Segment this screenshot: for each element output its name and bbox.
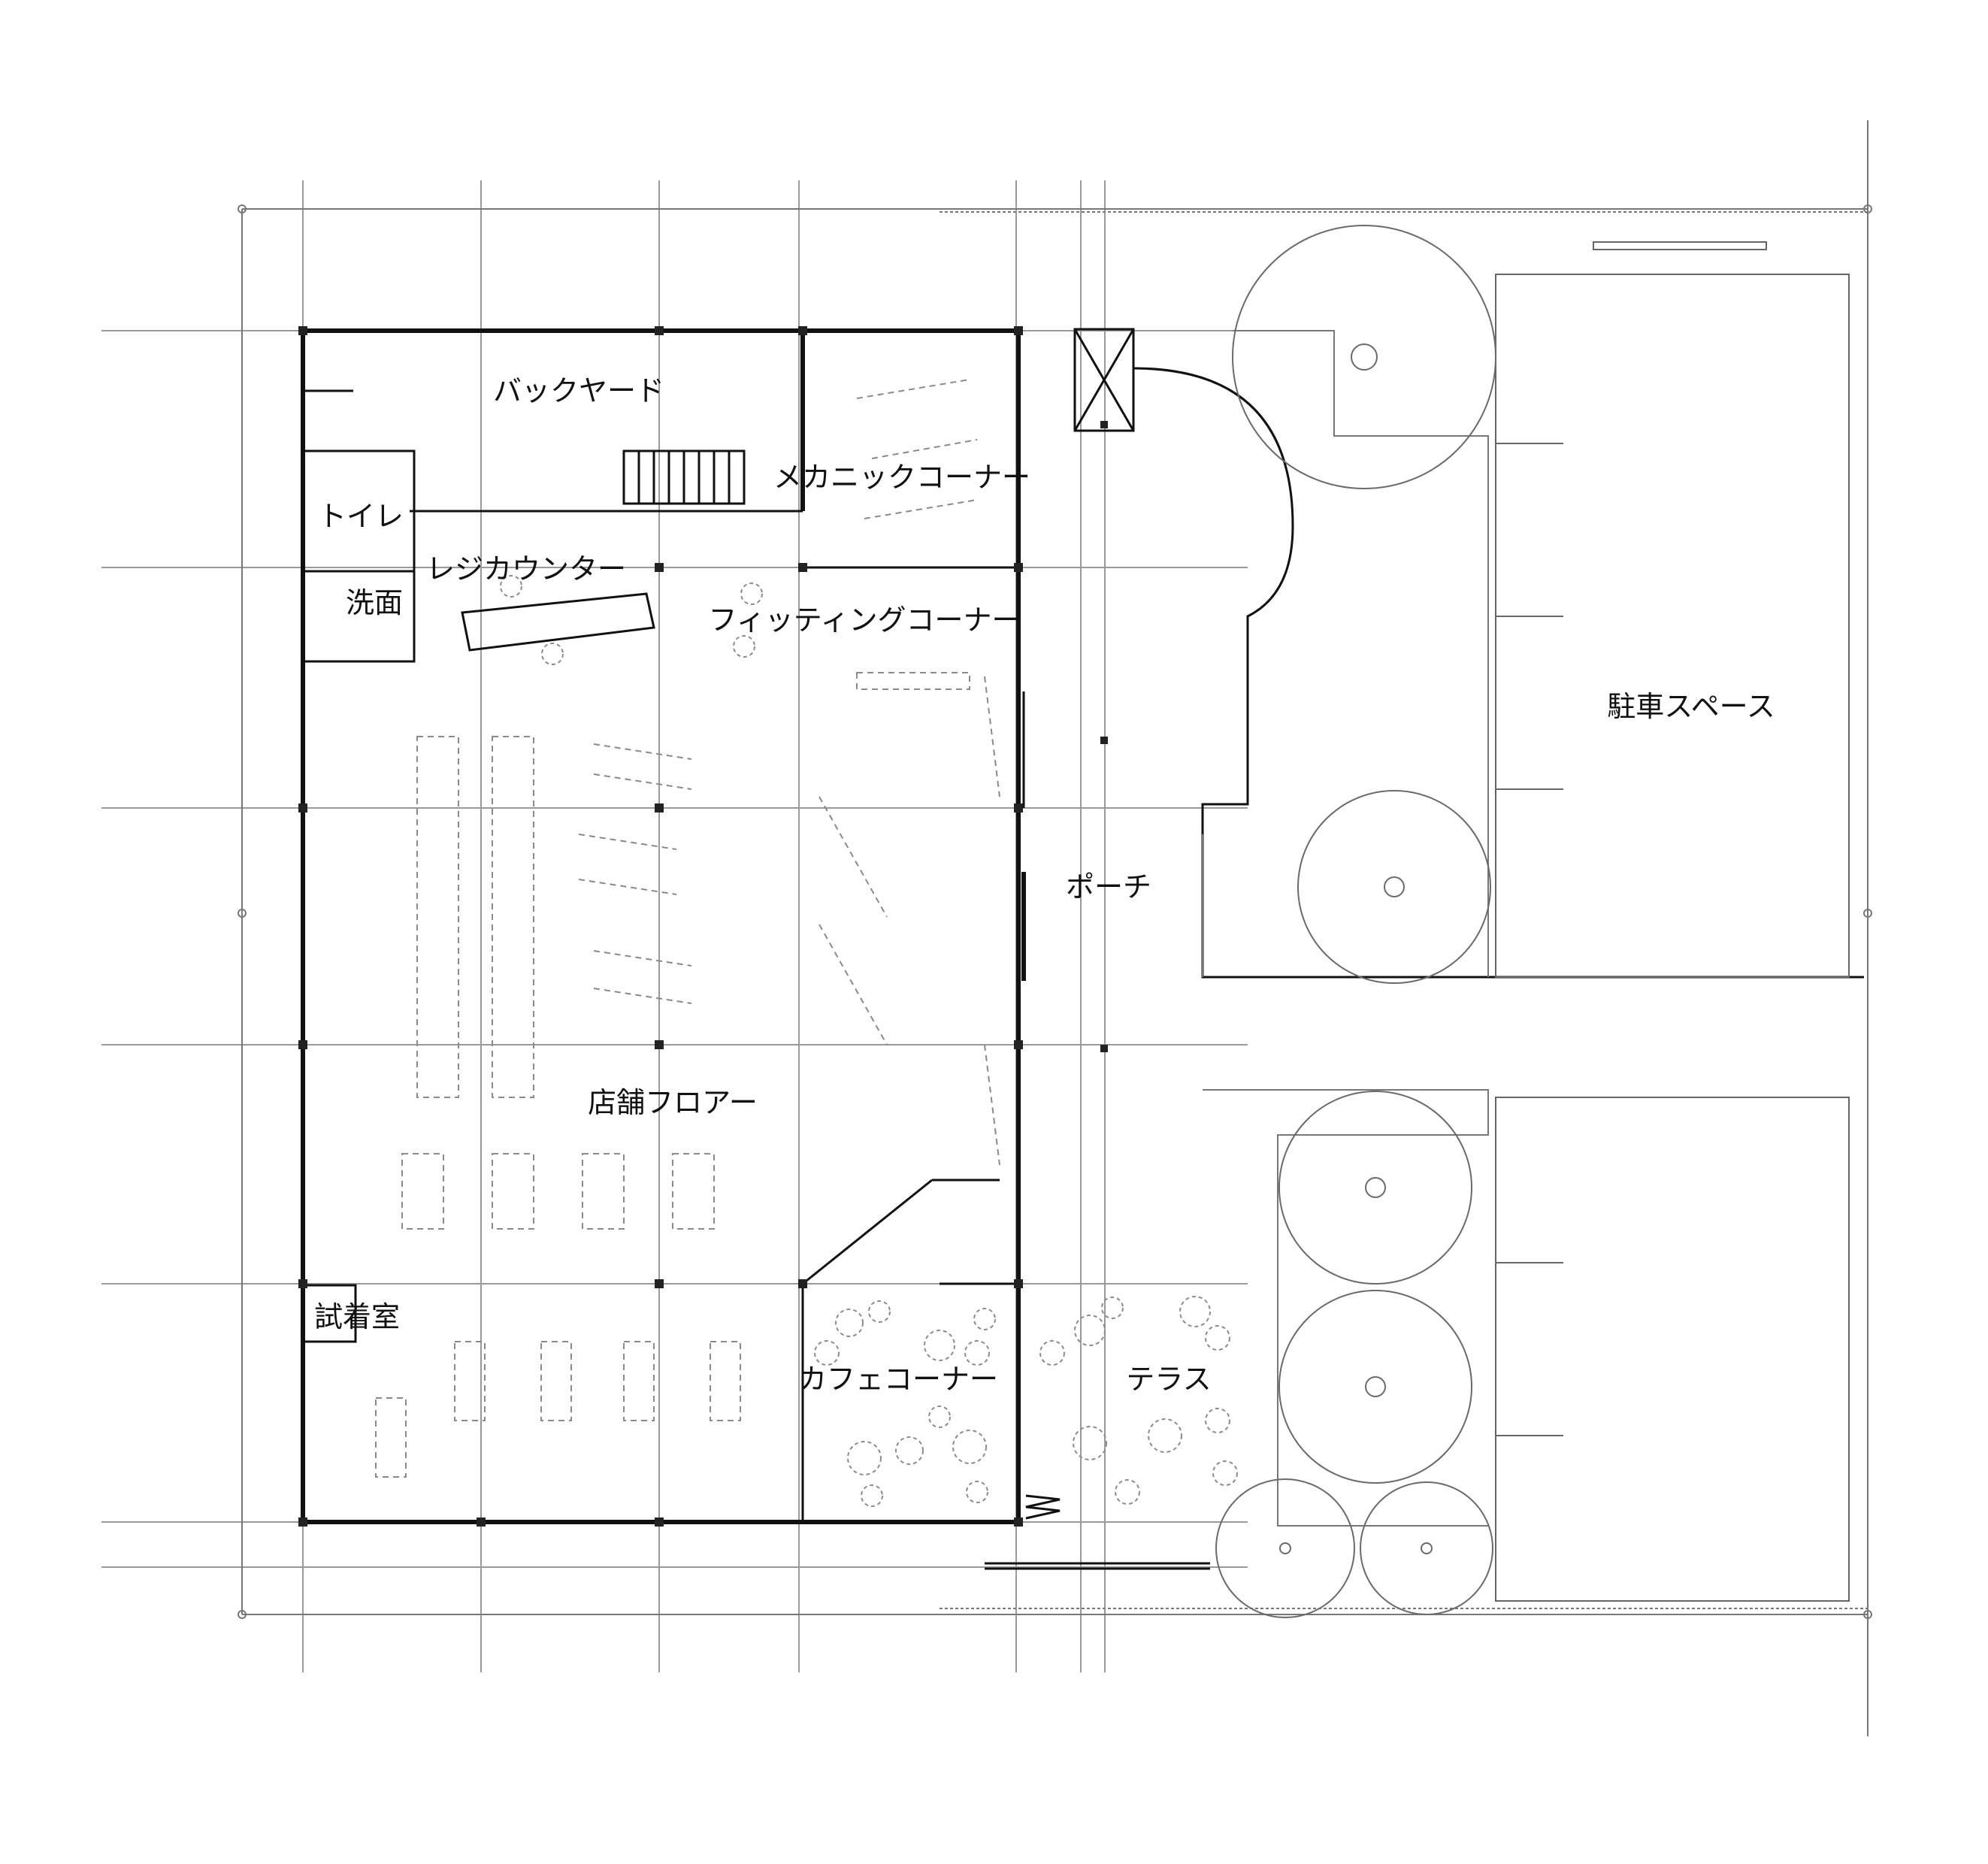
room-label-cafe: カフェコーナー xyxy=(798,1363,998,1396)
site-boundary xyxy=(238,120,1872,1736)
room-label-toilet: トイレ xyxy=(318,500,404,533)
room-label-washroom: 洗面 xyxy=(346,586,403,619)
parking-stalls xyxy=(1495,241,1850,1602)
room-label-register: レジカウンター xyxy=(426,552,626,586)
room-labels: バックヤード メカニックコーナー トイレ レジカウンター 洗面 フィッティングコ… xyxy=(314,374,1775,1396)
room-label-shop-floor: 店舗フロアー xyxy=(588,1086,758,1119)
tree-icon xyxy=(1215,1478,1355,1618)
room-label-porch: ポーチ xyxy=(1066,870,1151,903)
room-label-terrace: テラス xyxy=(1126,1363,1211,1396)
display-fixtures xyxy=(375,379,1000,1478)
tree-icon xyxy=(1232,225,1496,489)
stairs xyxy=(622,449,746,505)
register-furniture xyxy=(461,575,763,665)
tree-icon xyxy=(1278,1091,1472,1285)
room-label-mechanic: メカニックコーナー xyxy=(773,461,1030,494)
cafe-furniture xyxy=(814,1296,1238,1507)
entrance-path xyxy=(1073,328,1864,1527)
columns xyxy=(298,326,1108,1527)
room-label-backyard: バックヤード xyxy=(493,374,664,407)
porch-details xyxy=(985,1494,1210,1570)
tree-icon xyxy=(1297,790,1491,984)
tree-icon xyxy=(1278,1290,1472,1484)
trees xyxy=(1215,225,1496,1618)
room-label-dressing: 試着室 xyxy=(314,1300,400,1333)
room-label-parking: 駐車スペース xyxy=(1607,690,1775,723)
room-label-fitting: フィッティングコーナー xyxy=(709,604,1021,637)
tree-icon xyxy=(1360,1481,1493,1615)
building-walls xyxy=(301,328,1026,1524)
